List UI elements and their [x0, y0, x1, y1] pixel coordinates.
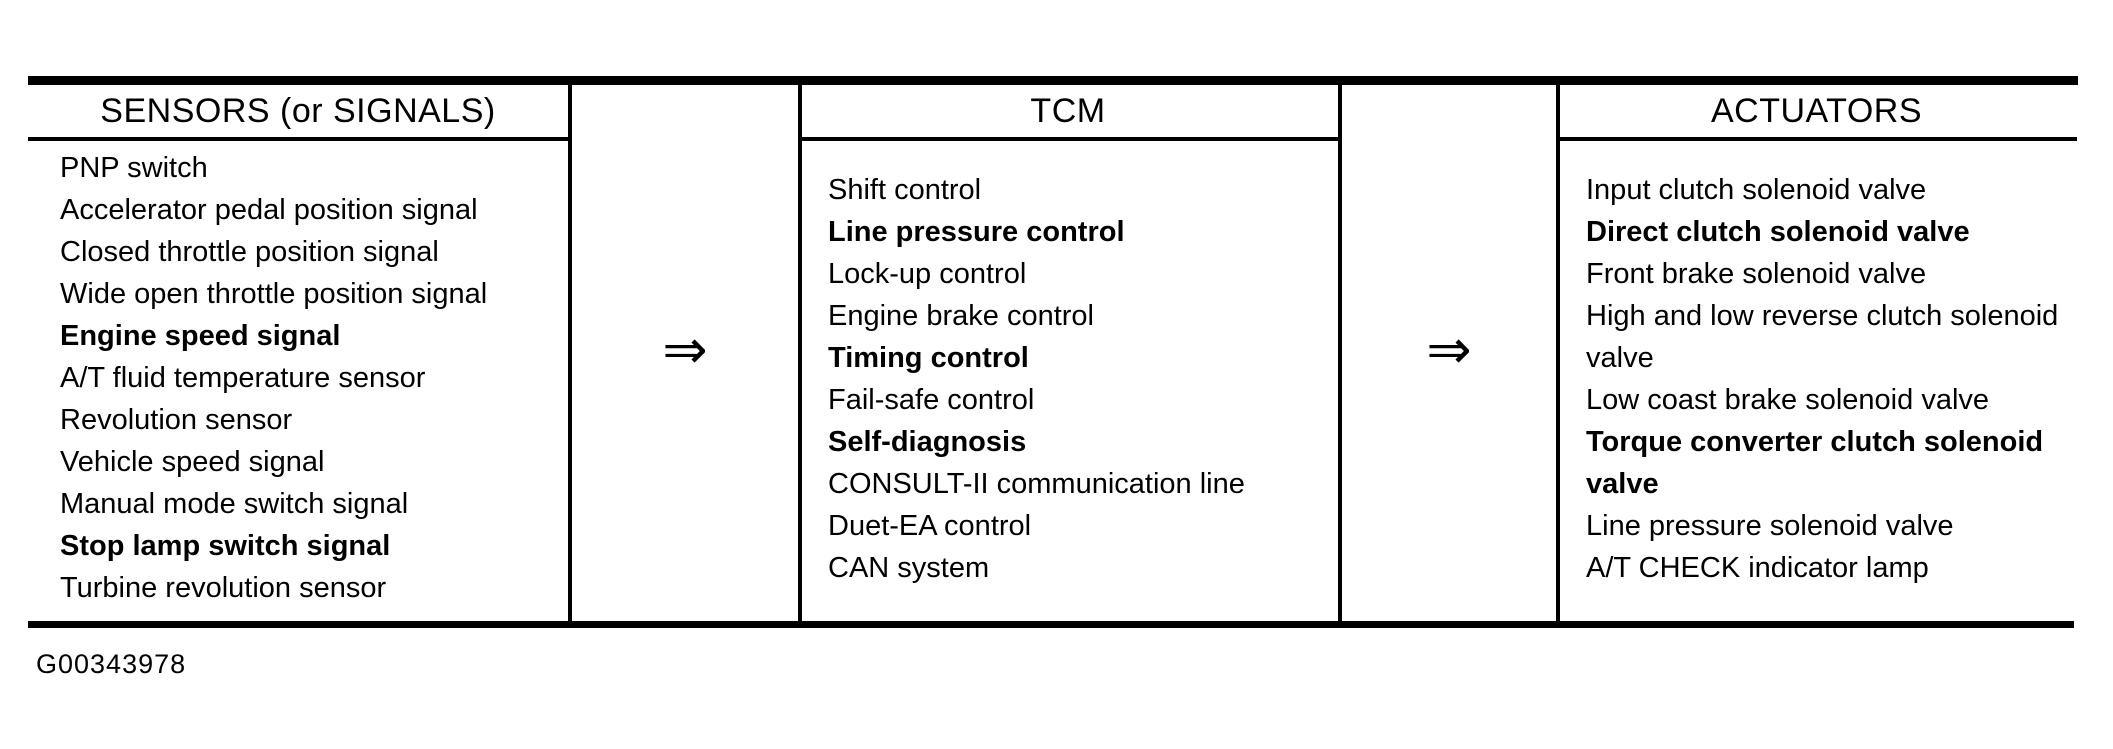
sensors-header-underline: [28, 137, 568, 141]
table-top-border: [28, 76, 2078, 85]
actuators-header-underline: [1556, 137, 2077, 141]
list-item: Fail-safe control: [828, 384, 1035, 416]
list-item: Self-diagnosis: [828, 426, 1027, 458]
vertical-divider: [798, 85, 802, 625]
list-item: Line pressure control: [828, 216, 1125, 248]
flow-arrow-tcm-to-actuators: ⇒: [1426, 318, 1472, 381]
list-item: Duet-EA control: [828, 510, 1032, 542]
list-item: Manual mode switch signal: [60, 488, 409, 520]
list-item: Engine speed signal: [60, 320, 341, 352]
list-item: Stop lamp switch signal: [60, 530, 391, 562]
list-item: Revolution sensor: [60, 404, 293, 436]
tcm-column-header: TCM: [1030, 91, 1106, 130]
list-item: A/T CHECK indicator lamp: [1586, 552, 1929, 584]
list-item: Lock-up control: [828, 258, 1027, 290]
vertical-divider: [1556, 85, 1560, 625]
vertical-divider: [1338, 85, 1342, 625]
list-item: A/T fluid temperature sensor: [60, 362, 426, 394]
list-item: Low coast brake solenoid valve: [1586, 384, 1990, 416]
list-item: Timing control: [828, 342, 1029, 374]
list-item: CAN system: [828, 552, 990, 584]
list-item: Shift control: [828, 174, 982, 206]
vertical-divider: [568, 85, 572, 625]
list-item: Accelerator pedal position signal: [60, 194, 478, 226]
list-item: Turbine revolution sensor: [60, 572, 387, 604]
list-item: Closed throttle position signal: [60, 236, 439, 268]
list-item: Front brake solenoid valve: [1586, 258, 1927, 290]
actuators-column-header: ACTUATORS: [1710, 91, 1923, 130]
figure-code: G00343978: [36, 649, 187, 679]
list-item: Wide open throttle position signal: [60, 278, 488, 310]
list-item: Input clutch solenoid valve: [1586, 174, 1927, 206]
list-item: Engine brake control: [828, 300, 1094, 332]
list-item: Vehicle speed signal: [60, 446, 325, 478]
tcm-header-underline: [798, 137, 1338, 141]
list-item: Line pressure solenoid valve: [1586, 510, 1954, 542]
table-bottom-border: [28, 621, 2074, 628]
list-item: Direct clutch solenoid valve: [1586, 216, 1970, 248]
flow-arrow-sensors-to-tcm: ⇒: [662, 318, 708, 381]
list-item: CONSULT-II communication line: [828, 468, 1245, 500]
list-item: PNP switch: [60, 152, 208, 184]
sensors-column-header: SENSORS (or SIGNALS): [100, 91, 496, 130]
list-item: High and low reverse clutch solenoid val…: [1586, 300, 2059, 374]
list-item: Torque converter clutch solenoid valve: [1586, 426, 2044, 500]
